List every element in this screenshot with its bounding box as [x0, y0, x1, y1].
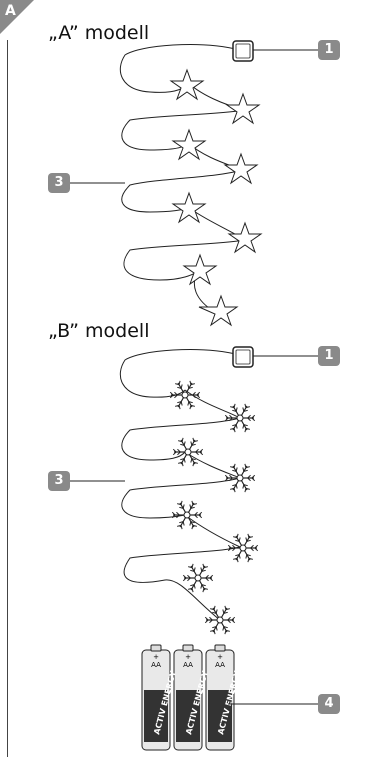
section-letter: A [5, 3, 16, 19]
model-a-wire [119, 44, 246, 313]
callout-batteries-4: 4 [318, 694, 340, 714]
star-icon [198, 294, 239, 327]
star-icon [171, 128, 207, 161]
section-corner-tab: A [0, 0, 36, 36]
model-b-snowflakes [169, 380, 259, 635]
battery-icon [205, 644, 235, 751]
battery-1-size: AA [151, 661, 161, 669]
star-icon [171, 191, 207, 224]
callout-model-b-3: 3 [48, 471, 70, 491]
model-b-label: „B” modell [48, 320, 150, 342]
star-icon [182, 253, 218, 286]
battery-3-plus: + [217, 653, 223, 661]
model-b-controller-icon [232, 346, 318, 368]
star-icon [223, 152, 259, 185]
corner-tab-shape [0, 0, 34, 34]
snowflake-icon [224, 463, 256, 493]
snowflake-icon [169, 380, 201, 410]
star-icon [169, 68, 205, 101]
snowflake-icon [227, 533, 259, 563]
star-icon [225, 92, 261, 125]
battery-2-size: AA [183, 661, 193, 669]
star-icon [227, 221, 263, 254]
battery-icon [141, 644, 171, 751]
battery-1-plus: + [153, 653, 159, 661]
snowflake-icon [224, 403, 256, 433]
battery-icon [173, 644, 203, 751]
battery-2-plus: + [185, 653, 191, 661]
callout-model-a-3: 3 [48, 173, 70, 193]
callout-model-a-1: 1 [318, 40, 340, 60]
model-a-controller-icon [232, 40, 318, 62]
page-left-rule [7, 40, 8, 757]
callout-model-b-1: 1 [318, 346, 340, 366]
batteries-illustration: AA AA AA + + + ACTIV ENERGY ACTIV ENERGY… [141, 644, 318, 751]
snowflake-icon [172, 437, 204, 467]
battery-3-size: AA [215, 661, 225, 669]
snowflake-icon [171, 500, 203, 530]
model-a-label: „A” modell [48, 22, 150, 44]
model-a-stars [169, 68, 263, 327]
snowflake-icon [182, 563, 214, 593]
snowflake-icon [204, 605, 236, 635]
model-b-wire [119, 349, 241, 621]
